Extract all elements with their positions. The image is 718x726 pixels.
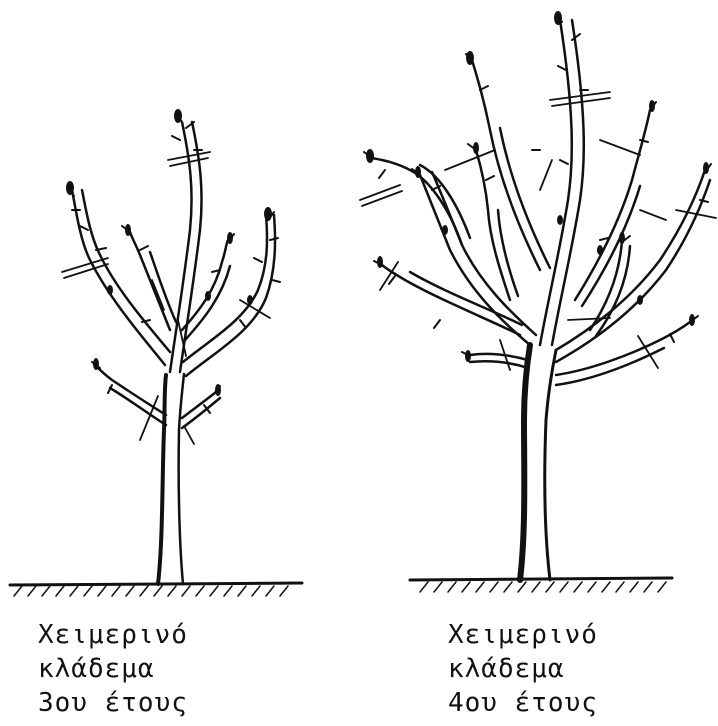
caption-line: κλάδεμα [448,652,598,686]
bud-tips-left [66,109,272,396]
caption-line: 3ου έτους [38,686,188,720]
caption-4th-year: Χειμερινό κλάδεμα 4ου έτους [448,618,598,720]
ground-line-right [410,578,672,580]
bud-tips-right [366,11,709,362]
ground-hatching-left [14,586,288,596]
tree-3rd-year [10,109,302,596]
caption-line: Χειμερινό [448,618,598,652]
caption-line: Χειμερινό [38,618,188,652]
branches-left [72,122,275,428]
trunk-right [520,345,556,580]
trunk-left [158,374,184,584]
branches-right [372,20,710,385]
caption-3rd-year: Χειμερινό κλάδεμα 3ου έτους [38,618,188,720]
ground-hatching-right [420,582,666,592]
buds-right [364,14,711,356]
tree-4th-year [360,11,716,592]
caption-line: κλάδεμα [38,652,188,686]
cut-marks-right [360,92,716,370]
caption-line: 4ου έτους [448,686,598,720]
